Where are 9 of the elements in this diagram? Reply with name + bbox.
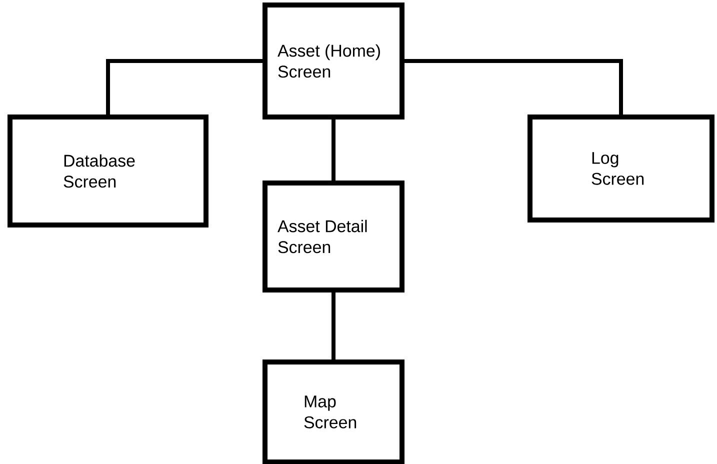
screen-box: Asset (Home) Screen bbox=[262, 2, 404, 120]
screen-box: Database Screen bbox=[8, 114, 208, 228]
connector-line bbox=[106, 59, 262, 114]
connector-line bbox=[332, 120, 336, 180]
connector-line bbox=[404, 59, 623, 114]
screen-box: Log Screen bbox=[528, 114, 714, 222]
screen-box: Map Screen bbox=[262, 360, 404, 464]
screen-box: Asset Detail Screen bbox=[262, 180, 404, 292]
connector-line bbox=[332, 292, 336, 360]
